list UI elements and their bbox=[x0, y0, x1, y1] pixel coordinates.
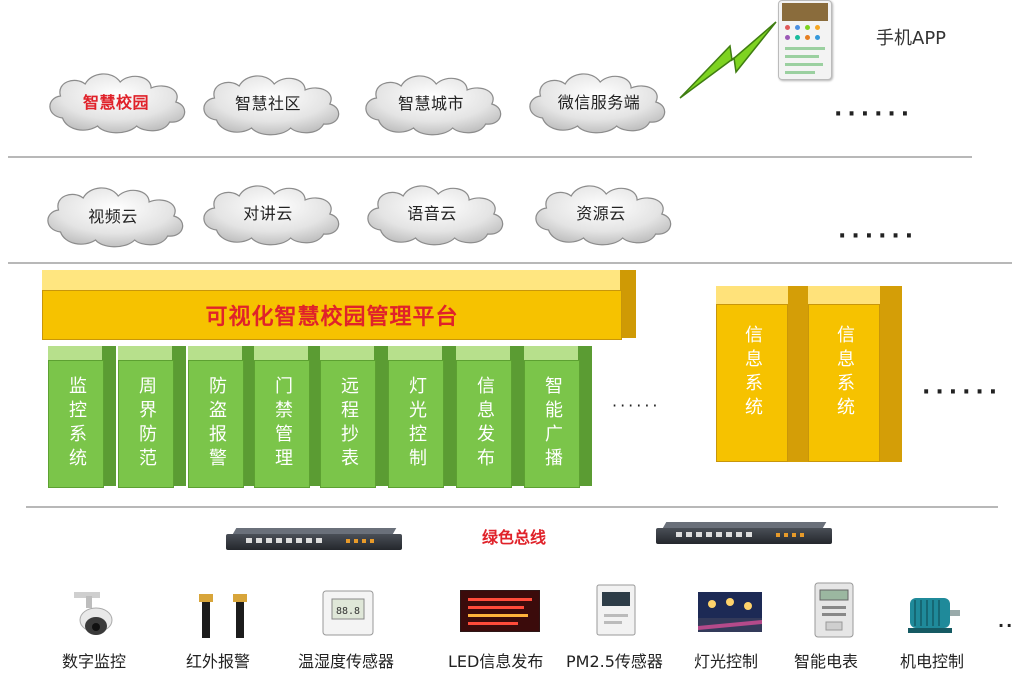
platform-more: ······ bbox=[922, 380, 1003, 405]
network-switch-icon bbox=[656, 522, 832, 546]
cloud-smart-community: 智慧社区 bbox=[198, 70, 340, 136]
cloud-wechat-server: 微信服务端 bbox=[524, 68, 674, 134]
platform-title: 可视化智慧校园管理平台 bbox=[205, 305, 459, 330]
mobile-phone-icon bbox=[778, 0, 832, 80]
motor-icon bbox=[908, 598, 960, 633]
subsystem-box: 智能广播 bbox=[524, 346, 592, 488]
device-label: 机电控制 bbox=[900, 652, 965, 671]
info-system-box: 信息系统 bbox=[716, 286, 810, 462]
device-label: PM2.5传感器 bbox=[566, 652, 663, 671]
subsystem-box: 门禁管理 bbox=[254, 346, 322, 488]
subsystems-more: ······ bbox=[612, 396, 661, 415]
mobile-app-label: 手机APP bbox=[876, 28, 947, 49]
platform-bar-side bbox=[620, 270, 636, 338]
info-system-label: 信息系统 bbox=[834, 325, 855, 421]
cloud-smart-campus: 智慧校园 bbox=[44, 68, 188, 134]
dome-camera-icon bbox=[74, 592, 113, 635]
svg-text:88.8: 88.8 bbox=[336, 606, 360, 617]
device-label: 智能电表 bbox=[794, 652, 859, 671]
pm25-sensor-icon bbox=[596, 584, 636, 636]
subsystem-label: 门禁管理 bbox=[272, 376, 293, 472]
info-system-box: 信息系统 bbox=[808, 286, 902, 462]
device-label: 灯光控制 bbox=[694, 652, 759, 671]
light-control-icon bbox=[698, 592, 762, 632]
led-display-icon bbox=[460, 590, 540, 632]
cloud-video: 视频云 bbox=[42, 182, 184, 248]
devices-more: ·· bbox=[998, 616, 1015, 635]
infrared-sensor-icon bbox=[199, 594, 247, 638]
platform-bar: 可视化智慧校园管理平台 bbox=[42, 290, 622, 340]
device-label: 温湿度传感器 bbox=[298, 652, 395, 671]
subsystem-box: 灯光控制 bbox=[388, 346, 456, 488]
green-bus-label: 绿色总线 bbox=[482, 528, 547, 547]
info-system-label: 信息系统 bbox=[742, 325, 763, 421]
cloud-label: 视频云 bbox=[88, 207, 138, 226]
layer-divider bbox=[8, 262, 1012, 264]
platform-bar-top bbox=[42, 270, 620, 290]
subsystem-label: 防盗报警 bbox=[206, 376, 227, 472]
device-label: LED信息发布 bbox=[448, 652, 544, 671]
device-label: 数字监控 bbox=[62, 652, 127, 671]
smart-meter-icon bbox=[814, 582, 854, 638]
subsystem-label: 周界防范 bbox=[136, 376, 157, 472]
subsystem-box: 周界防范 bbox=[118, 346, 186, 488]
subsystem-label: 远程抄表 bbox=[338, 376, 359, 472]
subsystem-label: 监控系统 bbox=[66, 376, 87, 472]
layer-divider bbox=[8, 156, 972, 158]
cloud-label: 智慧社区 bbox=[234, 94, 301, 113]
cloud-label: 微信服务端 bbox=[557, 93, 641, 112]
wireless-signal-icon bbox=[679, 21, 777, 99]
subsystem-label: 智能广播 bbox=[542, 376, 563, 472]
device-label: 红外报警 bbox=[186, 652, 251, 671]
cloud-label: 语音云 bbox=[407, 204, 457, 223]
temperature-humidity-sensor-icon: 88.8 bbox=[322, 590, 374, 636]
cloud-intercom: 对讲云 bbox=[198, 180, 340, 246]
cloud-label: 智慧校园 bbox=[82, 93, 149, 112]
subsystem-box: 防盗报警 bbox=[188, 346, 256, 488]
subsystem-box: 信息发布 bbox=[456, 346, 524, 488]
cloud-layer-more: ······ bbox=[838, 224, 919, 249]
subsystem-label: 信息发布 bbox=[474, 376, 495, 472]
app-layer-more: ······ bbox=[834, 102, 915, 127]
cloud-label: 资源云 bbox=[576, 204, 626, 223]
cloud-voice: 语音云 bbox=[362, 180, 504, 246]
cloud-label: 智慧城市 bbox=[397, 94, 464, 113]
subsystem-box: 监控系统 bbox=[48, 346, 116, 488]
cloud-label: 对讲云 bbox=[243, 204, 293, 223]
subsystem-box: 远程抄表 bbox=[320, 346, 388, 488]
layer-divider bbox=[26, 506, 998, 508]
network-switch-icon bbox=[226, 528, 402, 552]
cloud-resource: 资源云 bbox=[530, 180, 672, 246]
cloud-smart-city: 智慧城市 bbox=[360, 70, 502, 136]
subsystem-label: 灯光控制 bbox=[406, 376, 427, 472]
